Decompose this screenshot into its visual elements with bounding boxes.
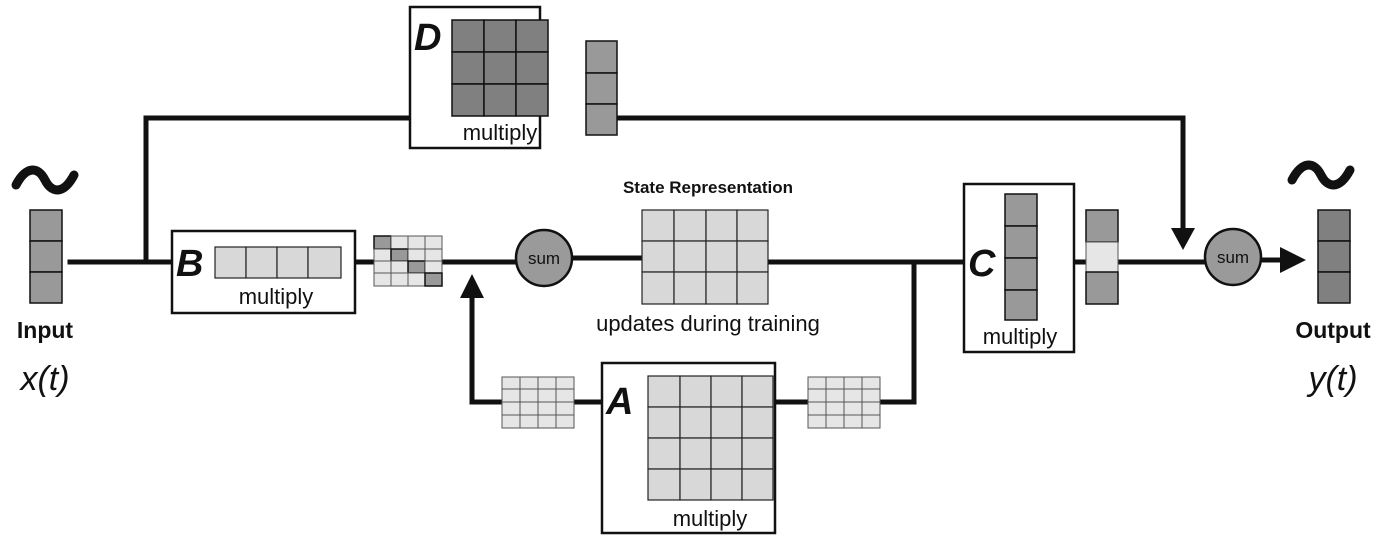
block-b: B multiply <box>170 229 357 315</box>
state-caption: updates during training <box>596 311 820 336</box>
block-a-letter: A <box>605 381 633 423</box>
input-label: Input <box>17 317 74 343</box>
wire-a-to-sum <box>469 293 505 405</box>
block-d: D multiply <box>408 5 618 150</box>
d-output-vector <box>585 40 618 136</box>
arrow-a-into-sum <box>460 274 484 298</box>
wire-input-to-d <box>143 115 413 265</box>
output-label: Output <box>1295 317 1371 343</box>
input-wave-icon <box>11 165 79 195</box>
input-vector-cell <box>29 240 63 273</box>
sum-node-left: sum <box>514 228 574 288</box>
output-signal: y(t) <box>1306 360 1357 398</box>
arrow-d-into-sum <box>1171 228 1195 250</box>
matrix-c <box>1004 193 1038 321</box>
arrow-into-output <box>1280 247 1306 273</box>
input-vector-cell <box>29 209 63 242</box>
state-matrix <box>641 209 769 305</box>
block-a: A multiply <box>600 361 777 535</box>
output-vector-cell <box>1317 240 1351 273</box>
c-output-vector <box>1085 209 1119 305</box>
wire-d-to-output-sum <box>615 115 1186 239</box>
block-c-op: multiply <box>983 324 1058 349</box>
input-group: Input x(t) <box>11 165 79 398</box>
state-representation: State Representation updates during trai… <box>596 178 820 336</box>
b-output-grid <box>373 235 443 287</box>
output-wave-icon <box>1287 160 1355 190</box>
matrix-a <box>647 375 774 501</box>
block-d-op: multiply <box>463 120 538 145</box>
output-group: Output y(t) <box>1287 160 1371 398</box>
block-b-letter: B <box>176 243 203 285</box>
sum-node-right: sum <box>1203 227 1263 287</box>
matrix-d <box>451 19 549 117</box>
block-c-letter: C <box>968 243 996 285</box>
input-vector-cell <box>29 271 63 304</box>
matrix-b <box>214 246 342 279</box>
block-b-op: multiply <box>239 284 314 309</box>
block-d-letter: D <box>414 17 441 59</box>
a-output-grid <box>501 376 575 429</box>
block-a-op: multiply <box>673 506 748 531</box>
wires <box>67 115 1306 405</box>
wire-feedback-down <box>877 259 917 405</box>
output-vector-cell <box>1317 209 1351 242</box>
input-signal: x(t) <box>18 360 69 398</box>
output-vector-cell <box>1317 271 1351 304</box>
sum-right-label: sum <box>1217 248 1249 267</box>
block-c: C multiply <box>962 182 1076 354</box>
state-title: State Representation <box>623 178 793 197</box>
a-input-grid <box>807 376 881 429</box>
sum-left-label: sum <box>528 249 560 268</box>
